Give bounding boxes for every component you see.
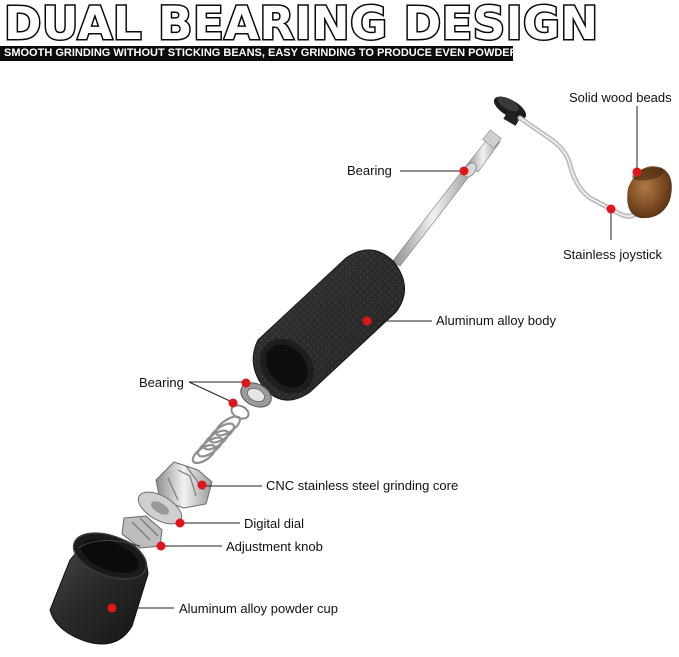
callout-markers [107,166,642,613]
label-aluminum-body: Aluminum alloy body [436,313,556,328]
marker-bearing-top [459,166,469,176]
marker-aluminum-body [362,316,372,326]
marker-solid-wood-beads [632,167,642,177]
marker-digital-dial [175,518,185,528]
marker-stainless-joystick [606,204,616,214]
aluminum-alloy-powder-cup [49,532,149,645]
label-bearing-top: Bearing [347,163,392,178]
stainless-joystick-arm [517,115,643,219]
marker-adjustment-knob [156,541,166,551]
marker-grinding-core [197,480,207,490]
label-adjustment-knob: Adjustment knob [226,539,323,554]
label-stainless-joystick: Stainless joystick [563,247,662,262]
marker-powder-cup [107,603,117,613]
handle-cap [493,96,527,126]
page-subtitle: SMOOTH GRINDING WITHOUT STICKING BEANS, … [0,46,513,61]
grinding-core [155,461,213,509]
page-title: DUAL BEARING DESIGN [3,0,600,50]
drive-shaft [386,129,502,269]
label-solid-wood-beads: Solid wood beads [569,90,672,105]
label-grinding-core: CNC stainless steel grinding core [266,478,459,493]
label-bearing-lower: Bearing [139,375,184,390]
leader-lines [112,106,638,609]
spring [191,415,242,465]
marker-bearing-lower [228,398,238,408]
marker-bearing-upper [241,378,251,388]
label-powder-cup: Aluminum alloy powder cup [179,601,338,616]
label-digital-dial: Digital dial [244,516,304,531]
aluminum-alloy-body [252,249,405,401]
lower-bearing [230,382,272,420]
